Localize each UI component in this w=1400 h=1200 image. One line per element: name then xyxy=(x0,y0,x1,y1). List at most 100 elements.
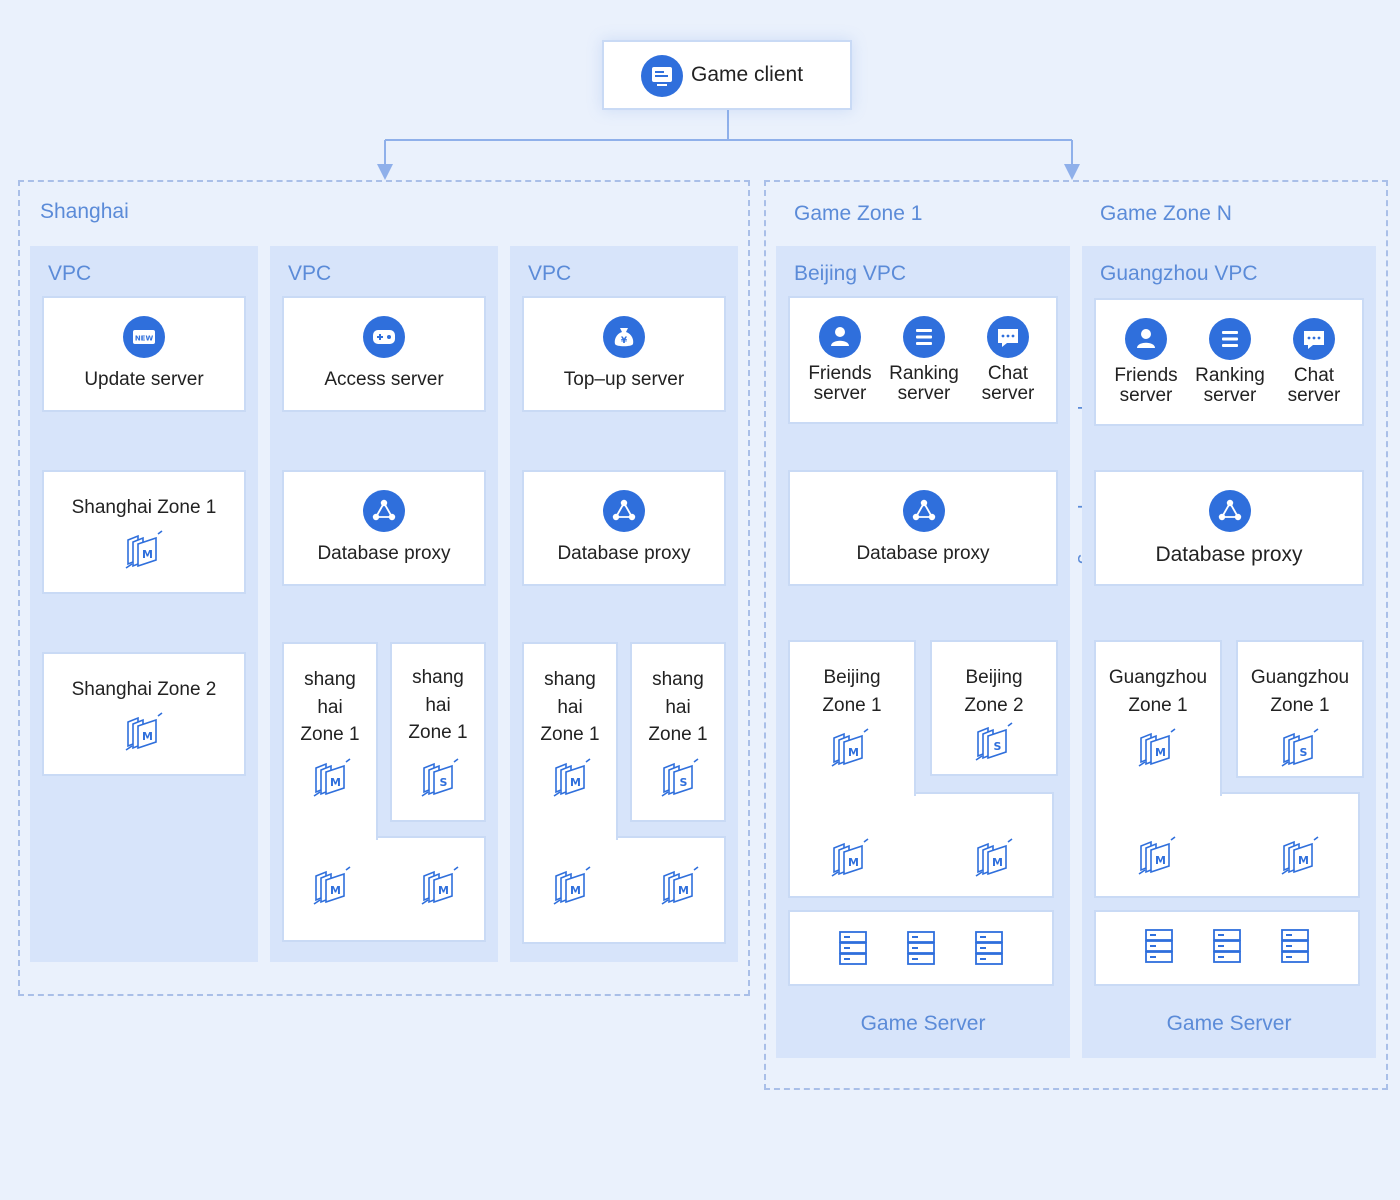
guangzhou-zone-1-node[interactable]: Guangzhou Zone 1 xyxy=(1094,640,1222,796)
database-proxy-node[interactable]: Database proxy xyxy=(1094,470,1364,586)
network-icon xyxy=(903,490,945,532)
chat-icon xyxy=(987,316,1029,358)
db-cluster-box xyxy=(1094,792,1360,898)
beijing-zone-1-node[interactable]: Beijing Zone 1 xyxy=(788,640,916,796)
database-proxy-node[interactable]: Database proxy xyxy=(788,470,1058,586)
shanghai-zone-1-label: Shanghai Zone 1 xyxy=(71,497,217,518)
database-proxy-node[interactable]: Database proxy xyxy=(282,470,486,586)
db-slave-icon: S xyxy=(974,722,1014,764)
database-proxy-label: Database proxy xyxy=(557,543,691,564)
svg-text:M: M xyxy=(330,884,341,897)
db-master-icon: M xyxy=(830,728,870,770)
svg-text:M: M xyxy=(848,856,859,869)
monitor-icon xyxy=(641,55,683,97)
guangzhou-vpc-label: Guangzhou VPC xyxy=(1100,262,1258,285)
guangzhou-services-node[interactable]: Friends server Ranking server Chat serve… xyxy=(1094,298,1364,426)
svg-text:M: M xyxy=(1298,854,1309,867)
server-rack-icon xyxy=(974,930,1004,966)
game-server-box[interactable] xyxy=(1094,910,1360,986)
game-zones-region xyxy=(764,180,1388,1090)
db-master-icon: M xyxy=(830,838,870,880)
guangzhou-zone-label: Guangzhou Zone 1 xyxy=(1108,667,1208,716)
db-master-icon: M xyxy=(1137,728,1177,770)
server-rack-icon xyxy=(1212,928,1242,964)
friends-server-label: Friends server xyxy=(1114,365,1178,406)
game-server-box[interactable] xyxy=(788,910,1054,986)
shanghai-zone-master-node[interactable]: shang hai Zone 1 xyxy=(282,642,378,840)
ranking-server-label: Ranking server xyxy=(1195,365,1265,406)
db-slave-icon: S xyxy=(660,758,700,800)
db-slave-icon: S xyxy=(1280,728,1320,770)
access-server-node[interactable]: Access server xyxy=(282,296,486,412)
update-server-node[interactable]: NEW Update server xyxy=(42,296,246,412)
db-master-icon: M xyxy=(552,758,592,800)
topup-server-label: Top–up server xyxy=(563,369,685,390)
svg-text:M: M xyxy=(142,548,153,561)
user-icon xyxy=(819,316,861,358)
db-master-icon: M xyxy=(312,866,352,908)
database-proxy-label: Database proxy xyxy=(856,543,990,564)
database-proxy-node[interactable]: Database proxy xyxy=(522,470,726,586)
shanghai-zone-2-node[interactable]: Shanghai Zone 2 M xyxy=(42,652,246,776)
chat-server-label: Chat server xyxy=(1287,365,1341,406)
chat-server-label: Chat server xyxy=(981,363,1035,404)
list-icon xyxy=(903,316,945,358)
gamepad-icon xyxy=(363,316,405,358)
server-rack-icon xyxy=(838,930,868,966)
update-server-label: Update server xyxy=(84,369,204,390)
shanghai-zone-master-node[interactable]: shang hai Zone 1 xyxy=(522,642,618,840)
money-bag-icon: ¥ xyxy=(603,316,645,358)
shanghai-zone-label: shang hai Zone 1 xyxy=(540,669,600,746)
database-proxy-label: Database proxy xyxy=(1155,543,1303,566)
db-master-icon: M xyxy=(312,758,352,800)
beijing-zone-2-label: Beijing Zone 2 xyxy=(964,667,1024,716)
db-master-icon: M xyxy=(124,712,164,754)
svg-text:M: M xyxy=(570,884,581,897)
shanghai-zone-2-label: Shanghai Zone 2 xyxy=(71,679,217,700)
svg-text:M: M xyxy=(1155,854,1166,867)
shanghai-zone-label: shang hai Zone 1 xyxy=(408,667,468,744)
game-zone-1-label: Game Zone 1 xyxy=(794,202,923,225)
game-zone-n-label: Game Zone N xyxy=(1100,202,1232,225)
db-master-icon: M xyxy=(974,838,1014,880)
svg-text:M: M xyxy=(142,730,153,743)
svg-text:M: M xyxy=(330,776,341,789)
svg-text:S: S xyxy=(440,776,448,789)
svg-text:M: M xyxy=(438,884,449,897)
beijing-zone-1-label: Beijing Zone 1 xyxy=(822,667,882,716)
new-badge-icon: NEW xyxy=(123,316,165,358)
vpc-label: VPC xyxy=(528,262,572,285)
beijing-services-node[interactable]: Friends server Ranking server Chat serve… xyxy=(788,296,1058,424)
game-server-label: Game Server xyxy=(1166,1012,1292,1035)
database-proxy-label: Database proxy xyxy=(317,543,451,564)
topup-server-node[interactable]: ¥ Top–up server xyxy=(522,296,726,412)
server-rack-icon xyxy=(1280,928,1310,964)
shanghai-region-label: Shanghai xyxy=(40,200,129,223)
svg-text:S: S xyxy=(994,740,1002,753)
game-server-label: Game Server xyxy=(860,1012,986,1035)
shanghai-region xyxy=(18,180,750,996)
chat-icon xyxy=(1293,318,1335,360)
server-rack-icon xyxy=(906,930,936,966)
svg-text:M: M xyxy=(848,746,859,759)
network-icon xyxy=(1209,490,1251,532)
vpc-label: VPC xyxy=(288,262,332,285)
friends-server-label: Friends server xyxy=(808,363,872,404)
db-master-icon: M xyxy=(420,866,460,908)
svg-text:M: M xyxy=(1155,746,1166,759)
db-master-icon: M xyxy=(660,866,700,908)
list-icon xyxy=(1209,318,1251,360)
db-master-icon: M xyxy=(552,866,592,908)
vpc-label: VPC xyxy=(48,262,92,285)
guangzhou-zone-label: Guangzhou Zone 1 xyxy=(1250,667,1350,716)
svg-text:M: M xyxy=(678,884,689,897)
svg-text:M: M xyxy=(992,856,1003,869)
db-master-icon: M xyxy=(1280,836,1320,878)
svg-text:NEW: NEW xyxy=(135,335,154,343)
game-client-label: Game client xyxy=(691,63,804,86)
db-slave-icon: S xyxy=(420,758,460,800)
shanghai-zone-1-node[interactable]: Shanghai Zone 1 M xyxy=(42,470,246,594)
network-icon xyxy=(603,490,645,532)
game-client-node[interactable]: Game client xyxy=(602,40,852,110)
db-master-icon: M xyxy=(1137,836,1177,878)
